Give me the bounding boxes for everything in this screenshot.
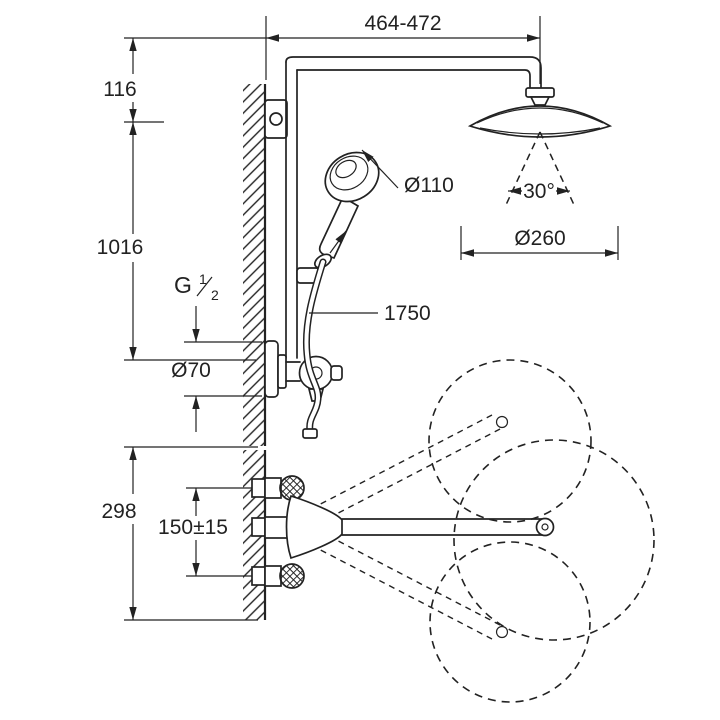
head-shower xyxy=(467,87,613,138)
dim-supply-spacing-label: 150±15 xyxy=(158,516,228,539)
thread-size-label: G 1 2 xyxy=(174,271,219,303)
shower-hose xyxy=(302,258,327,439)
hose-length-annotation: 1750 xyxy=(309,302,431,325)
hand-shower xyxy=(313,151,380,269)
dim-plan-depth: 298 xyxy=(101,446,258,621)
arm-plan-view xyxy=(285,415,555,639)
riser-and-arm xyxy=(285,56,542,359)
swivel-range xyxy=(310,359,655,703)
wall-section-upper xyxy=(243,84,267,446)
dim-supply-spacing: 150±15 xyxy=(158,487,262,577)
dim-hand-shower-label: Ø110 xyxy=(404,174,454,197)
dim-head-offset: 116 xyxy=(103,37,266,123)
dim-riser-height-label: 1016 xyxy=(97,236,144,259)
thread-letter: G xyxy=(174,272,192,298)
dim-escutcheon-diameter: Ø70 xyxy=(171,306,262,432)
thread-denominator: 2 xyxy=(211,287,219,303)
thread-numerator: 1 xyxy=(199,271,207,287)
hose-length-label: 1750 xyxy=(384,302,431,325)
tilt-angle-annotation: 30° xyxy=(504,131,576,208)
valve-plan-view xyxy=(251,475,305,589)
dim-hand-shower-diameter: Ø110 xyxy=(329,149,454,254)
dim-head-shower-label: Ø260 xyxy=(514,227,565,250)
dim-riser-height: 1016 xyxy=(97,122,256,361)
dim-plan-depth-label: 298 xyxy=(101,500,136,523)
dim-escutcheon-label: Ø70 xyxy=(171,359,211,382)
tilt-angle-label: 30° xyxy=(523,180,555,203)
dim-top-width: 464-472 xyxy=(265,12,541,84)
wall-bracket xyxy=(264,99,288,139)
dim-top-width-label: 464-472 xyxy=(364,12,441,35)
dim-head-offset-label: 116 xyxy=(103,78,136,101)
dim-head-shower-diameter: Ø260 xyxy=(460,226,619,260)
